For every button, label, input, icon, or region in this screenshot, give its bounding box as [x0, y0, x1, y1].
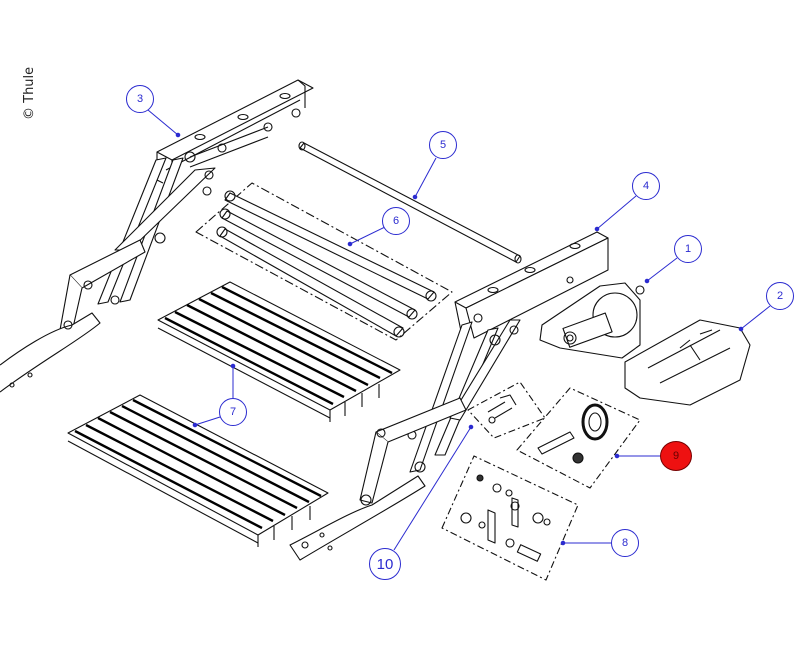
part-6-tubes[interactable] — [195, 182, 453, 341]
callout-6[interactable]: 6 — [382, 207, 410, 235]
part-4-right-frame[interactable] — [289, 231, 609, 561]
callout-1[interactable]: 1 — [674, 235, 702, 263]
callout-7[interactable]: 7 — [219, 398, 247, 426]
callout-9-selected[interactable]: 9 — [660, 441, 692, 471]
part-1-motor[interactable] — [539, 282, 645, 359]
callout-leaders — [147, 109, 771, 551]
callout-2[interactable]: 2 — [766, 282, 794, 310]
callout-10[interactable]: 10 — [369, 548, 401, 580]
callout-8[interactable]: 8 — [611, 529, 639, 557]
callout-3[interactable]: 3 — [126, 85, 154, 113]
callout-5[interactable]: 5 — [429, 131, 457, 159]
part-5-rod[interactable] — [298, 141, 522, 264]
part-10-kit[interactable] — [467, 381, 546, 439]
part-7-step-treads[interactable] — [67, 281, 401, 547]
part-2-motor-cover[interactable] — [624, 319, 751, 406]
part-3-left-frame[interactable] — [0, 79, 314, 393]
part-8-hardware-kit[interactable] — [441, 455, 579, 581]
part-9-gear-kit[interactable] — [516, 387, 641, 489]
copyright-label: © Thule — [22, 66, 37, 120]
callout-4[interactable]: 4 — [632, 172, 660, 200]
